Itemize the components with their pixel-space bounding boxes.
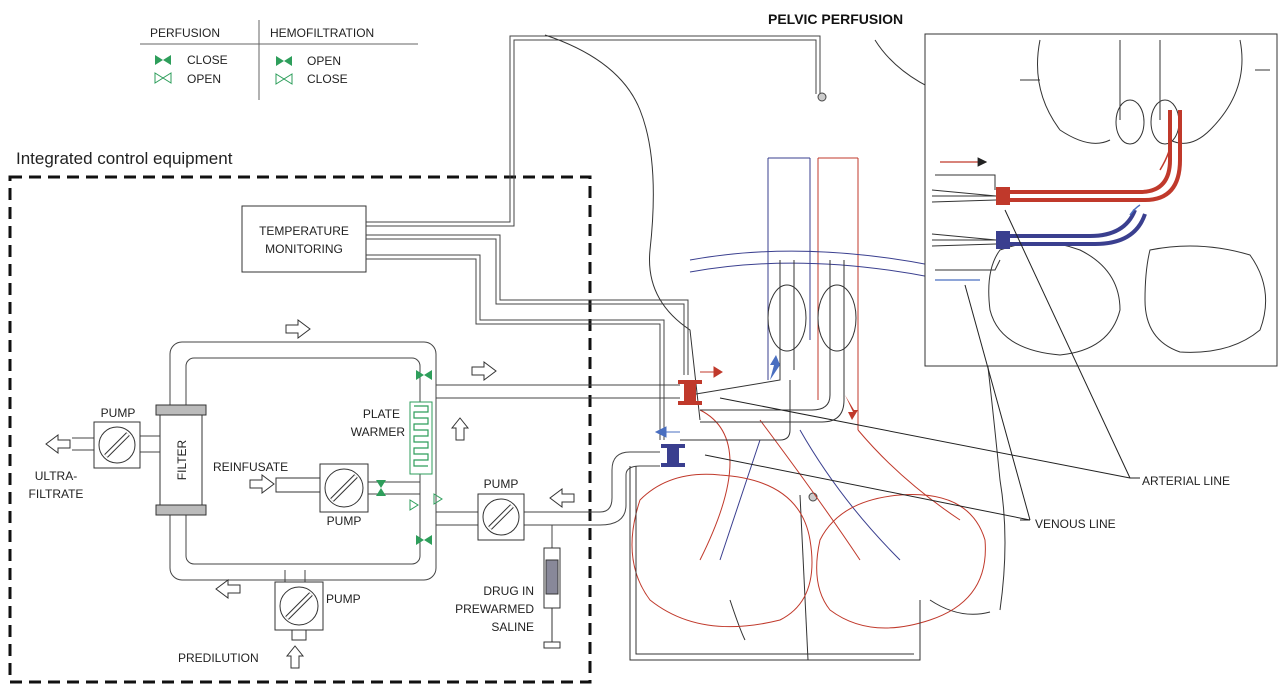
loop-valves	[376, 370, 443, 545]
flow-arrow-left-icon	[45, 434, 71, 454]
drug-label-1: DRUG IN	[483, 584, 534, 598]
valve-closed-icon	[416, 535, 432, 545]
temperature-label-1: TEMPERATURE	[259, 224, 349, 238]
flow-arrow-up-icon	[450, 417, 470, 441]
pump-label-ultrafiltrate: PUMP	[101, 406, 136, 420]
valve-legend: PERFUSION HEMOFILTRATION CLOSE OPEN OPEN…	[140, 20, 418, 100]
catheters	[680, 260, 857, 441]
valve-closed-icon	[416, 370, 432, 380]
catheter-inset	[924, 33, 1278, 367]
plate-warmer-label-1: PLATE	[363, 407, 400, 421]
filter-label: FILTER	[175, 439, 189, 480]
pump-label-predilution: PUMP	[326, 592, 361, 606]
legend-perfusion-row2: OPEN	[187, 72, 221, 86]
valve-closed-icon	[276, 56, 292, 66]
legend-hemofiltration-row1: OPEN	[307, 54, 341, 68]
flow-arrows	[45, 319, 575, 669]
venous-line-label: VENOUS LINE	[1035, 517, 1116, 531]
plate-warmer-label-2: WARMER	[351, 425, 406, 439]
drug-syringe	[543, 525, 561, 649]
predilution-label: PREDILUTION	[178, 651, 259, 665]
equipment-box-label: Integrated control equipment	[16, 149, 233, 168]
venous-arrow-icon	[654, 426, 680, 438]
predilution-pump: PUMP	[274, 570, 361, 641]
diagram-title: PELVIC PERFUSION	[768, 11, 903, 27]
plate-warmer	[409, 401, 433, 475]
occlusion-clamps	[654, 355, 858, 467]
valve-closed-icon	[155, 55, 171, 65]
drug-label-2: PREWARMED	[455, 602, 534, 616]
flow-arrow-right-icon	[471, 361, 497, 381]
arterial-line-label: ARTERIAL LINE	[1142, 474, 1230, 488]
temperature-probe-lines	[366, 35, 827, 440]
legend-hemofiltration-header: HEMOFILTRATION	[270, 26, 374, 40]
vessels	[689, 157, 961, 561]
valve-closed-icon	[376, 480, 386, 496]
return-pump: PUMP	[477, 477, 525, 541]
leader-lines	[704, 209, 1140, 521]
reinfusate-label: REINFUSATE	[213, 460, 288, 474]
temperature-monitoring-box	[241, 205, 367, 273]
legend-hemofiltration-row2: CLOSE	[307, 72, 348, 86]
arterial-arrow-icon	[700, 366, 723, 378]
thighs	[631, 473, 986, 629]
temperature-label-2: MONITORING	[265, 242, 343, 256]
pump-label-reinfusate: PUMP	[327, 514, 362, 528]
flow-arrow-left-icon	[215, 579, 241, 599]
valve-open-icon	[409, 499, 419, 511]
flow-arrow-up-icon	[285, 645, 305, 669]
ultrafiltrate-label-1: ULTRA-	[35, 469, 77, 483]
reinfusate-pump: PUMP	[275, 463, 420, 528]
valve-open-icon	[433, 493, 443, 505]
legend-perfusion-header: PERFUSION	[150, 26, 220, 40]
valve-open-icon	[154, 72, 172, 84]
flow-arrow-left-icon	[549, 488, 575, 508]
ultrafiltrate-pump: PUMP	[72, 406, 160, 469]
ultrafiltrate-label-2: FILTRATE	[29, 487, 84, 501]
venous-drain-line	[629, 466, 921, 661]
flow-arrow-right-icon	[285, 319, 311, 339]
venous-arrow-icon	[770, 355, 780, 380]
pump-label-return: PUMP	[484, 477, 519, 491]
equipment-box	[8, 175, 592, 684]
drug-label-3: SALINE	[491, 620, 534, 634]
valve-open-icon	[275, 73, 293, 85]
flow-arrow-right-icon	[249, 474, 275, 494]
legend-perfusion-row1: CLOSE	[187, 53, 228, 67]
filter-unit: FILTER	[155, 404, 207, 516]
arterial-arrow-icon	[845, 395, 858, 420]
